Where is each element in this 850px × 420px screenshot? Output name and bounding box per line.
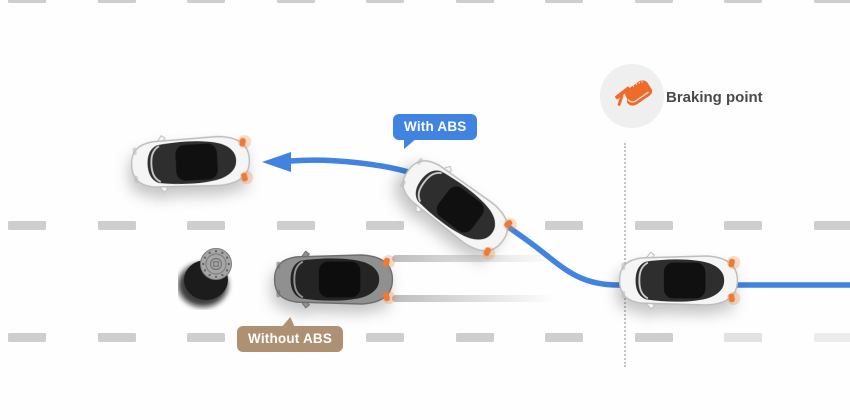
lane-dash [187,0,225,3]
lane-dash [724,333,762,342]
lane-dash [813,333,850,342]
brake-pedal-icon [615,80,653,106]
skid-mark [392,255,554,262]
with-abs-badge: With ABS [393,114,478,140]
lane-dash [8,333,46,342]
left-arrow-icon [262,152,291,172]
lane-dash [366,221,404,230]
car-without-abs [267,250,399,309]
lane-dash [545,0,583,3]
braking-point-label: Braking point [666,89,763,106]
braking-point-line [624,143,626,367]
lane-dash [634,0,673,3]
lane-dash [724,221,762,230]
without-abs-badge: Without ABS [237,326,344,352]
lane-dash [97,221,136,230]
lane-dash [97,333,136,342]
lane-dash [97,0,136,3]
lane-dash [187,221,225,230]
lane-dash [187,333,225,342]
lane-dash [813,0,850,3]
lane-dash [545,221,583,230]
lane-dash [276,0,315,3]
lane-dash [634,333,673,342]
braking-point-marker [600,64,664,128]
lane-dash [724,0,762,3]
car-with-abs-avoided [123,130,258,196]
obstacle-barrel [178,248,232,307]
lane-dash [366,0,404,3]
lane-dash [8,0,46,3]
lane-dash [366,333,404,342]
skid-mark [392,295,554,302]
lane-dash [276,221,315,230]
lane-dash [455,333,494,342]
lane-dash [545,333,583,342]
lane-dash [8,221,46,230]
lane-dash [634,221,673,230]
car-at-braking-point [612,251,744,310]
lane-dash [455,0,494,3]
lane-dash [813,221,850,230]
